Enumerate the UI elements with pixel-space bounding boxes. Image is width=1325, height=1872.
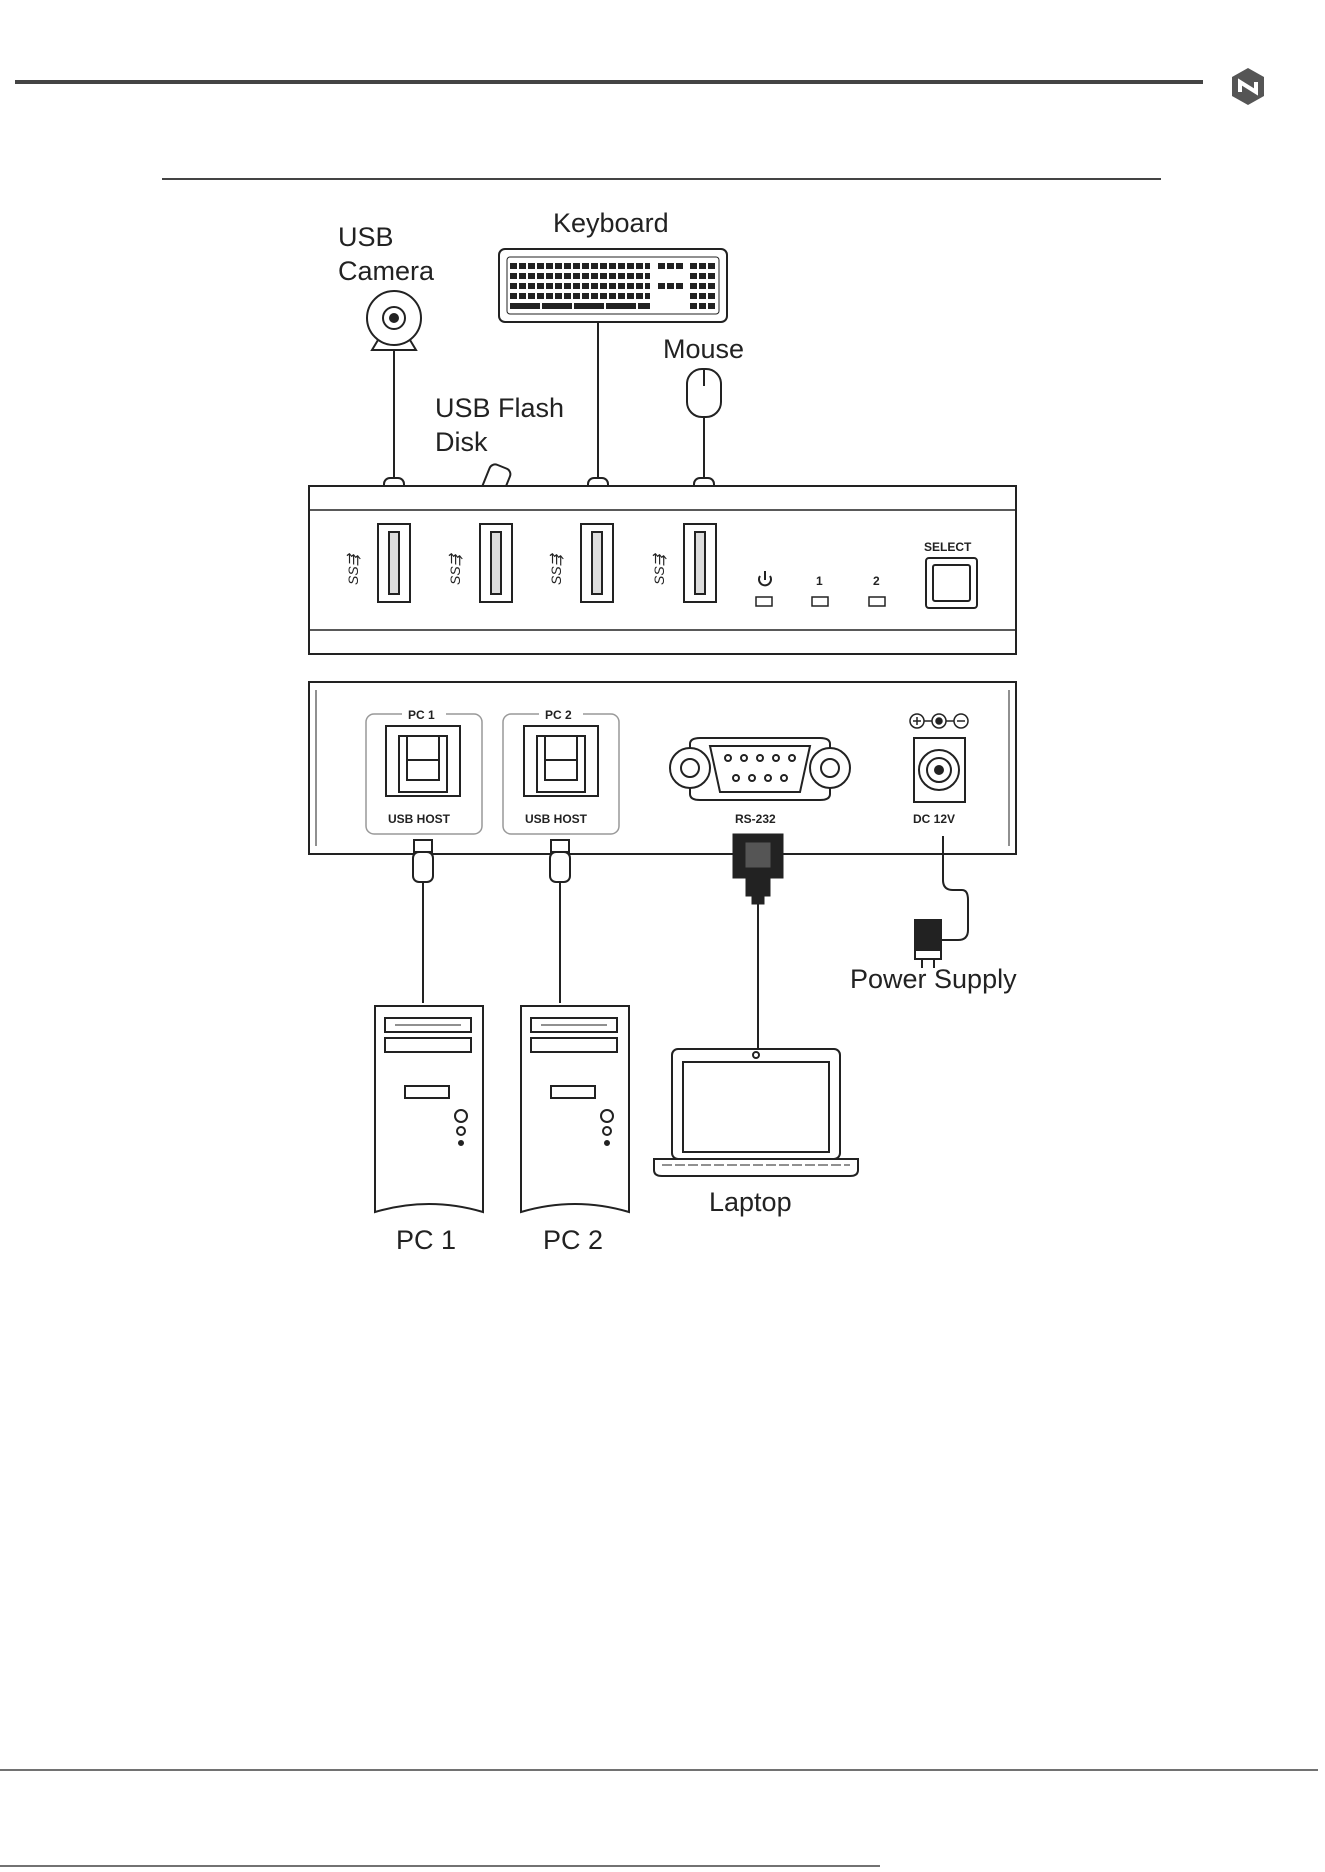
power-supply-label: Power Supply: [850, 964, 1017, 994]
pc-tower-icon: [521, 1006, 629, 1212]
db9-plug-icon: [733, 834, 783, 904]
led-2-label: 2: [873, 574, 880, 588]
keyboard-label: Keyboard: [553, 208, 669, 238]
led-1-label: 1: [816, 574, 823, 588]
usb-port[interactable]: [378, 524, 410, 602]
usb-camera-icon: [367, 291, 421, 350]
usb-host-port[interactable]: [386, 726, 460, 796]
svg-text:SS⇶: SS⇶: [447, 552, 463, 585]
rs232-label: RS-232: [735, 812, 776, 826]
laptop-icon: [654, 1049, 858, 1176]
pc-tower-icon: [375, 1006, 483, 1212]
usb-camera-label: USB: [338, 222, 394, 252]
mouse-label: Mouse: [663, 334, 744, 364]
svg-text:SS⇶: SS⇶: [651, 552, 667, 585]
usb-host-label: USB HOST: [525, 812, 588, 826]
usb-host-label: USB HOST: [388, 812, 451, 826]
pc2-label: PC 2: [543, 1225, 603, 1255]
pc1-label: PC 1: [396, 1225, 456, 1255]
laptop-label: Laptop: [709, 1187, 792, 1217]
keyboard-icon: [499, 249, 727, 322]
usb-port[interactable]: [684, 524, 716, 602]
usb-port[interactable]: [581, 524, 613, 602]
select-label: SELECT: [924, 540, 972, 554]
brand-logo-icon: [1232, 68, 1264, 105]
dc-label: DC 12V: [913, 812, 955, 826]
svg-text:SS⇶: SS⇶: [345, 552, 361, 585]
usb-flash-label: USB Flash: [435, 393, 564, 423]
bottom-cables: [423, 836, 968, 1051]
select-button[interactable]: [926, 558, 977, 608]
usb-port[interactable]: [480, 524, 512, 602]
rs232-port[interactable]: [670, 738, 850, 800]
power-adapter-icon: [915, 920, 941, 968]
usb-camera-label-2: Camera: [338, 256, 435, 286]
dc-power-jack[interactable]: [914, 738, 965, 802]
pc2-port-label: PC 2: [545, 708, 572, 722]
usb-host-port[interactable]: [524, 726, 598, 796]
svg-text:SS⇶: SS⇶: [548, 552, 564, 585]
pc1-port-label: PC 1: [408, 708, 435, 722]
usb-flash-label-2: Disk: [435, 427, 488, 457]
mouse-icon: [687, 369, 721, 417]
